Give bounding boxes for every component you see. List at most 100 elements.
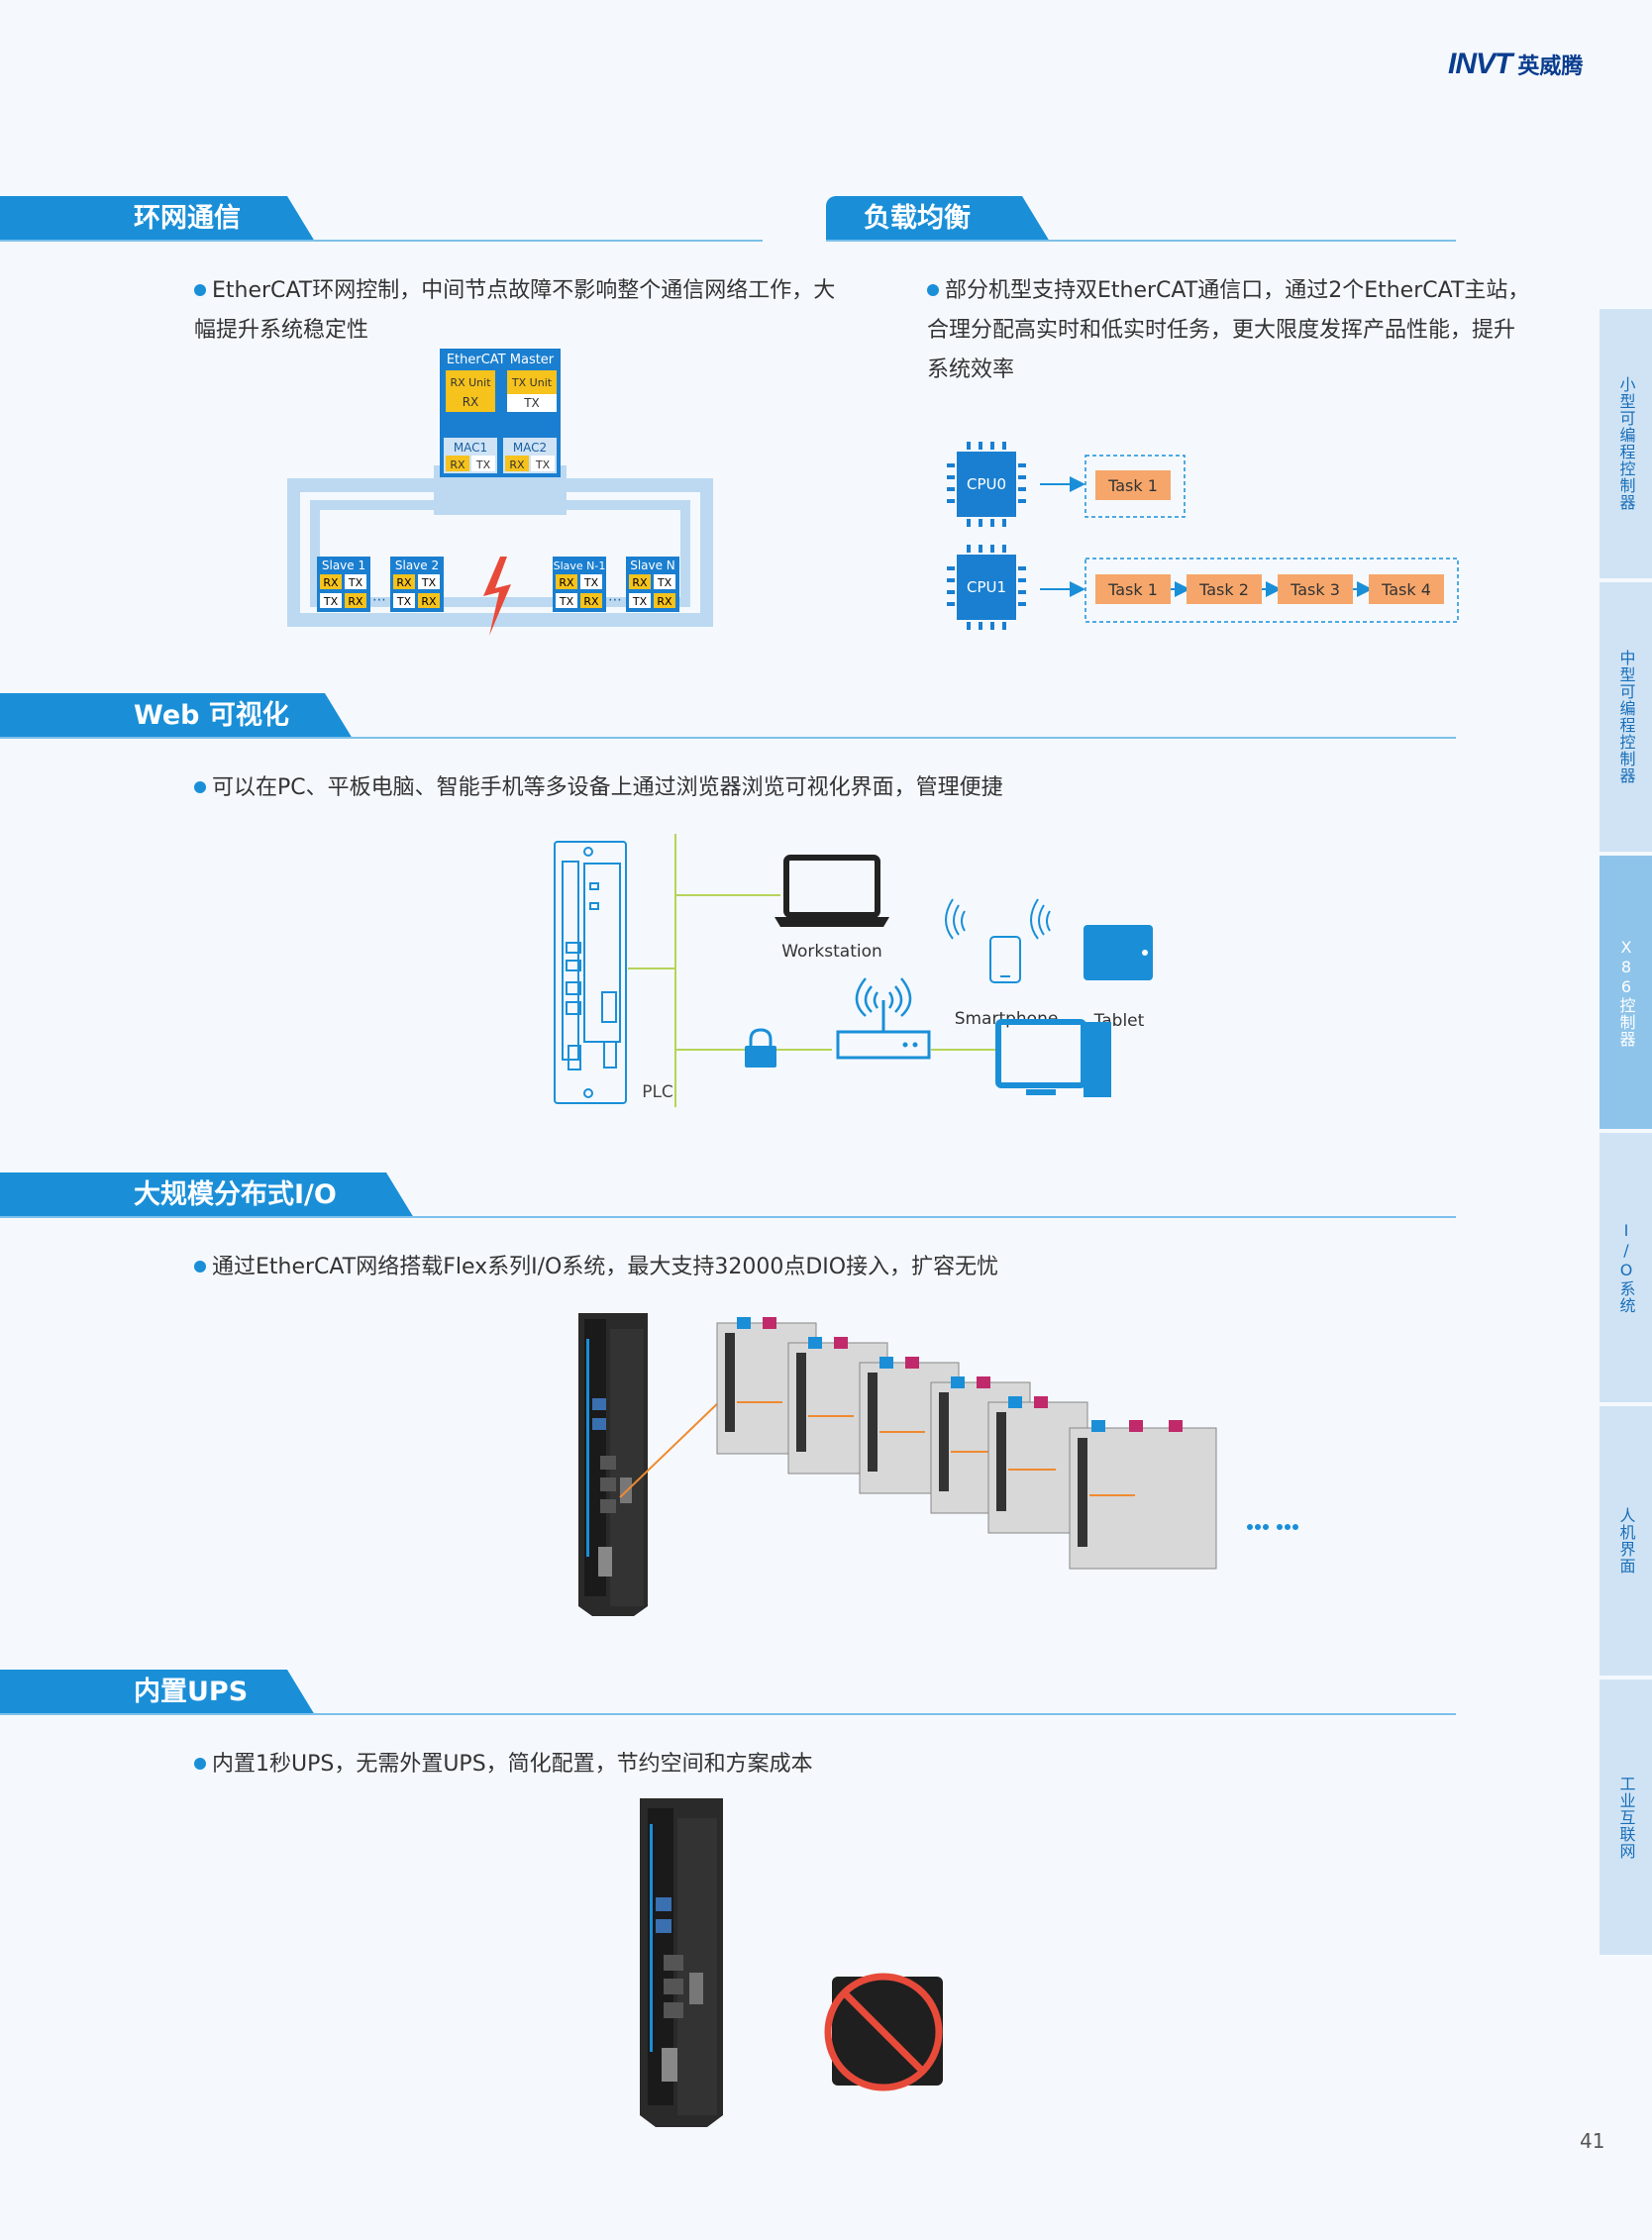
section-load-header: 负载均衡 — [826, 196, 1456, 242]
section-ring-text: EtherCAT环网控制，中间节点故障不影响整个通信网络工作，大 幅提升系统稳定… — [194, 278, 836, 343]
svg-text:Slave 1: Slave 1 — [322, 559, 365, 572]
section-load-title: 负载均衡 — [826, 196, 1050, 242]
section-web-header: Web 可视化 — [0, 693, 1456, 739]
svg-text:TX: TX — [421, 576, 437, 589]
svg-text:Task 1: Task 1 — [1107, 580, 1158, 599]
bullet-icon — [194, 1261, 206, 1273]
cpu1-task-2 — [1187, 574, 1262, 604]
ellipsis: ⋯ — [372, 592, 386, 608]
svg-text:TX: TX — [632, 595, 648, 608]
slave-n: Slave N RX TX TX RX — [626, 557, 679, 612]
network-lines — [628, 834, 1000, 1107]
svg-text:Slave N-1: Slave N-1 — [554, 560, 606, 572]
section-web-title: Web 可视化 — [0, 693, 353, 739]
svg-text:CPU0: CPU0 — [967, 475, 1006, 493]
svg-text:TX: TX — [583, 576, 599, 589]
svg-text:TX Unit: TX Unit — [511, 376, 553, 389]
svg-text:RX: RX — [348, 595, 363, 608]
svg-text:RX: RX — [323, 576, 339, 589]
section-ring-header: 环网通信 — [0, 196, 763, 242]
slave-n-1: Slave N-1 RX TX TX RX — [553, 557, 606, 612]
slave-1: Slave 1 RX TX TX RX — [317, 557, 370, 612]
section-divider — [0, 1713, 1456, 1715]
cpu0-task-1 — [1095, 470, 1171, 500]
no-external-ups-icon — [824, 1973, 943, 2091]
svg-text:RX: RX — [463, 395, 479, 409]
svg-text:TX: TX — [396, 595, 412, 608]
load-balance-diagram: CPU0 Task 1 CPU1 Task 1 Task 2 Task 3 Ta… — [947, 442, 1459, 630]
svg-text:MAC1: MAC1 — [454, 441, 487, 455]
svg-text:Task 4: Task 4 — [1381, 580, 1431, 599]
master-label: EtherCAT Master — [447, 353, 555, 367]
section-load-text: 部分机型支持双EtherCAT通信口，通过2个EtherCAT主站， 合理分配高… — [927, 278, 1530, 382]
svg-text:TX: TX — [657, 576, 672, 589]
sidebar-item-hmi[interactable]: 人机界面 — [1600, 1406, 1652, 1676]
svg-text:TX: TX — [523, 396, 540, 410]
more-dots — [1247, 1524, 1298, 1530]
svg-text:TX: TX — [559, 595, 574, 608]
section-divider — [0, 240, 763, 242]
section-divider — [0, 1216, 1456, 1218]
smartphone-icon — [945, 898, 1021, 983]
svg-text:CPU1: CPU1 — [967, 578, 1006, 596]
svg-text:⋯: ⋯ — [608, 592, 622, 608]
lock-icon — [745, 1028, 776, 1068]
sidebar-item-medium-plc[interactable]: 中型可编程控制器 — [1600, 582, 1652, 852]
slave-2: Slave 2 RX TX TX RX — [390, 557, 444, 612]
svg-text:TX: TX — [323, 595, 339, 608]
svg-text:RX Unit: RX Unit — [450, 376, 491, 389]
page-number: 41 — [1580, 2129, 1605, 2153]
section-ups-title: 内置UPS — [0, 1670, 315, 1715]
cpu0-chip-icon: CPU0 — [947, 442, 1026, 527]
svg-text:RX: RX — [450, 458, 465, 471]
sidebar-item-industrial-internet[interactable]: 工业互联网 — [1600, 1680, 1652, 1955]
svg-text:RX: RX — [509, 458, 525, 471]
svg-text:RX: RX — [657, 595, 672, 608]
svg-text:TX: TX — [535, 458, 551, 471]
svg-text:RX: RX — [583, 595, 599, 608]
web-visualization-diagram: PLC Workstation Smartphone Tablet — [554, 834, 1153, 1107]
svg-text:Slave 2: Slave 2 — [395, 559, 439, 572]
section-ups-text: 内置1秒UPS，无需外置UPS，简化配置，节约空间和方案成本 — [194, 1745, 1383, 1784]
section-web-text: 可以在PC、平板电脑、智能手机等多设备上通过浏览器浏览可视化界面，管理便捷 — [194, 768, 1383, 808]
svg-text:MAC2: MAC2 — [513, 441, 547, 455]
svg-text:RX: RX — [559, 576, 574, 589]
router-icon — [836, 977, 931, 1060]
svg-text:TX: TX — [475, 458, 491, 471]
svg-text:TX: TX — [348, 576, 363, 589]
bullet-icon — [927, 284, 939, 296]
bullet-icon — [194, 1758, 206, 1770]
distributed-io-image — [578, 1313, 1298, 1616]
section-divider — [826, 240, 1456, 242]
svg-text:Task 3: Task 3 — [1290, 580, 1340, 599]
svg-text:RX: RX — [632, 576, 648, 589]
sidebar-item-io-system[interactable]: I/O系统 — [1600, 1133, 1652, 1402]
cpu1-task-4 — [1369, 574, 1444, 604]
ups-image — [640, 1798, 943, 2127]
rx-unit-box — [446, 370, 495, 412]
section-io-title: 大规模分布式I/O — [0, 1172, 414, 1218]
sidebar-item-small-plc[interactable]: 小型可编程控制器 — [1600, 309, 1652, 578]
workstation-label: Workstation — [781, 942, 882, 962]
brand-name: INVT — [1448, 48, 1512, 80]
sidebar-item-x86-controller[interactable]: X86控制器 — [1600, 856, 1652, 1129]
fault-lightning-icon — [483, 557, 511, 636]
plc-label: PLC — [642, 1082, 673, 1102]
brand-logo: INVT 英威腾 — [1448, 48, 1584, 80]
section-ring-title: 环网通信 — [0, 196, 315, 242]
svg-text:Task 1: Task 1 — [1107, 476, 1158, 495]
brand-name-cn: 英威腾 — [1517, 54, 1584, 79]
tablet-icon — [1030, 898, 1153, 980]
plc-controller-image — [578, 1313, 648, 1616]
section-io-text: 通过EtherCAT网络搭载Flex系列I/O系统，最大支持32000点DIO接… — [194, 1248, 1383, 1287]
section-ups-header: 内置UPS — [0, 1670, 1456, 1715]
cpu1-task-1 — [1095, 574, 1171, 604]
io-module-6 — [1069, 1420, 1217, 1570]
svg-text:RX: RX — [396, 576, 412, 589]
cpu0-task-frame — [1084, 455, 1186, 518]
svg-text:RX: RX — [421, 595, 437, 608]
plc-device-icon — [554, 841, 627, 1104]
desktop-pc-icon — [995, 1019, 1111, 1097]
plc-controller-image — [640, 1798, 723, 2127]
cpu1-task-frame — [1084, 558, 1459, 623]
